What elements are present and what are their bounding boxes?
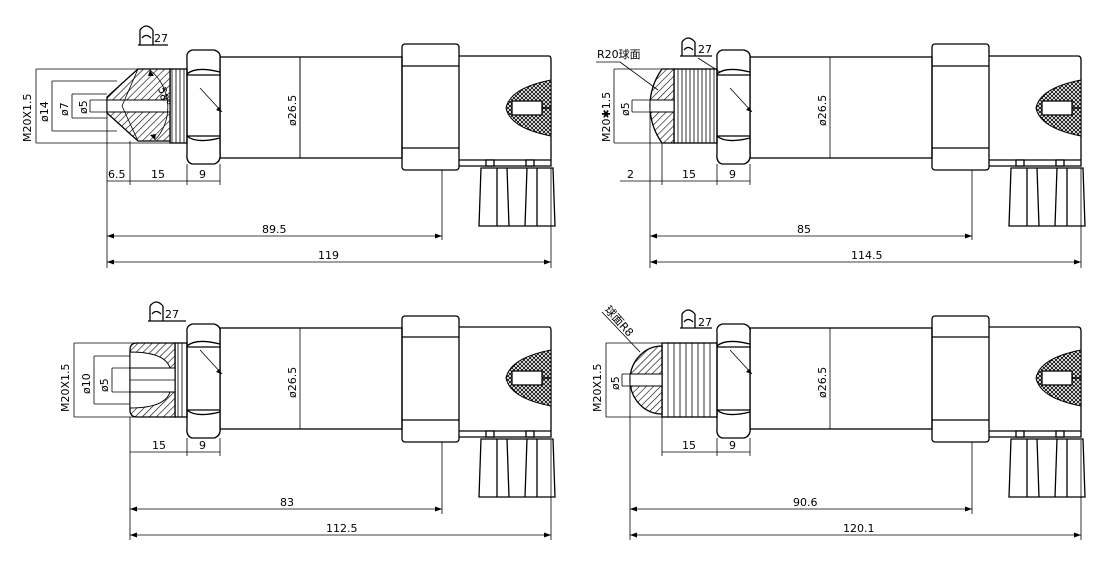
drawing-panel-b <box>596 37 1086 268</box>
port-diameter-dims <box>73 342 175 418</box>
length-dims <box>129 417 552 540</box>
wrench-size-label: 27 <box>154 32 168 45</box>
port-diameter-dims <box>605 342 662 418</box>
cone-angle-label: 58° <box>155 85 173 107</box>
overall-length-total: 112.5 <box>326 522 358 535</box>
port-diameter-dims <box>35 68 170 144</box>
drawing-panel-a <box>35 25 556 268</box>
overall-length-body: 90.6 <box>793 496 818 509</box>
pressure-port <box>129 342 188 418</box>
port-dia-10-label: ø10 <box>80 373 93 394</box>
length-label-nut: 9 <box>199 439 206 452</box>
overall-length-body: 85 <box>797 223 811 236</box>
port-thread-label: M20X1.5 <box>21 93 34 142</box>
length-label-port: 15 <box>682 439 696 452</box>
port-dia-5-label: ø5 <box>609 376 622 390</box>
length-label-nut: 9 <box>199 168 206 181</box>
length-label-port: 15 <box>151 168 165 181</box>
port-thread-label: M20X1.5 <box>59 363 72 412</box>
transmitter-body <box>219 43 556 227</box>
wrench-size-label: 27 <box>165 308 179 321</box>
overall-length-body: 89.5 <box>262 223 287 236</box>
pressure-port <box>601 311 718 418</box>
pressure-port <box>596 61 718 144</box>
port-dia-14-label: ø14 <box>38 101 51 122</box>
port-thread-label: M20X1.5 <box>591 363 604 412</box>
hex-nut <box>186 323 223 439</box>
transmitter-body <box>749 43 1086 227</box>
length-label-tip: 2 <box>627 168 634 181</box>
hex-nut <box>716 49 753 165</box>
transmitter-body <box>749 315 1086 498</box>
drawing-panel-d <box>601 309 1086 540</box>
overall-length-total: 114.5 <box>851 249 883 262</box>
length-label-port: 15 <box>152 439 166 452</box>
hex-nut <box>186 49 223 165</box>
length-label-nut: 9 <box>729 439 736 452</box>
hex-nut <box>716 323 753 439</box>
shaft-diameter-label: ø26.5 <box>286 95 299 126</box>
sphere-radius-callout: R20球面 <box>597 47 641 61</box>
transmitter-body <box>219 315 556 498</box>
wrench-symbol <box>680 37 721 73</box>
overall-length-total: 119 <box>318 249 339 262</box>
overall-length-body: 83 <box>280 496 294 509</box>
port-dia-5-label: ø5 <box>98 378 111 392</box>
length-dims <box>620 112 1082 268</box>
length-dims <box>106 113 552 268</box>
port-dia-5-label: ø5 <box>77 100 90 114</box>
overall-length-total: 120.1 <box>843 522 875 535</box>
shaft-diameter-label: ø26.5 <box>816 95 829 126</box>
wrench-symbol <box>680 309 712 329</box>
pressure-port <box>106 68 188 144</box>
port-thread-label: M20✱1.5 <box>600 92 613 142</box>
port-dia-5-label: ø5 <box>619 102 632 116</box>
sphere-radius-callout: 球面R8 <box>602 303 637 340</box>
wrench-symbol <box>148 301 186 322</box>
wrench-size-label: 27 <box>698 316 712 329</box>
port-dia-7-label: ø7 <box>58 102 71 116</box>
wrench-size-label: 27 <box>698 43 712 56</box>
length-label-nut: 9 <box>729 168 736 181</box>
length-dims <box>629 386 1082 540</box>
wrench-symbol <box>138 25 168 46</box>
shaft-diameter-label: ø26.5 <box>286 367 299 398</box>
length-label-port: 15 <box>682 168 696 181</box>
shaft-diameter-label: ø26.5 <box>816 367 829 398</box>
port-diameter-dims <box>613 68 674 144</box>
drawing-panel-c <box>73 301 556 540</box>
length-label-tip: 6.5 <box>108 168 126 181</box>
